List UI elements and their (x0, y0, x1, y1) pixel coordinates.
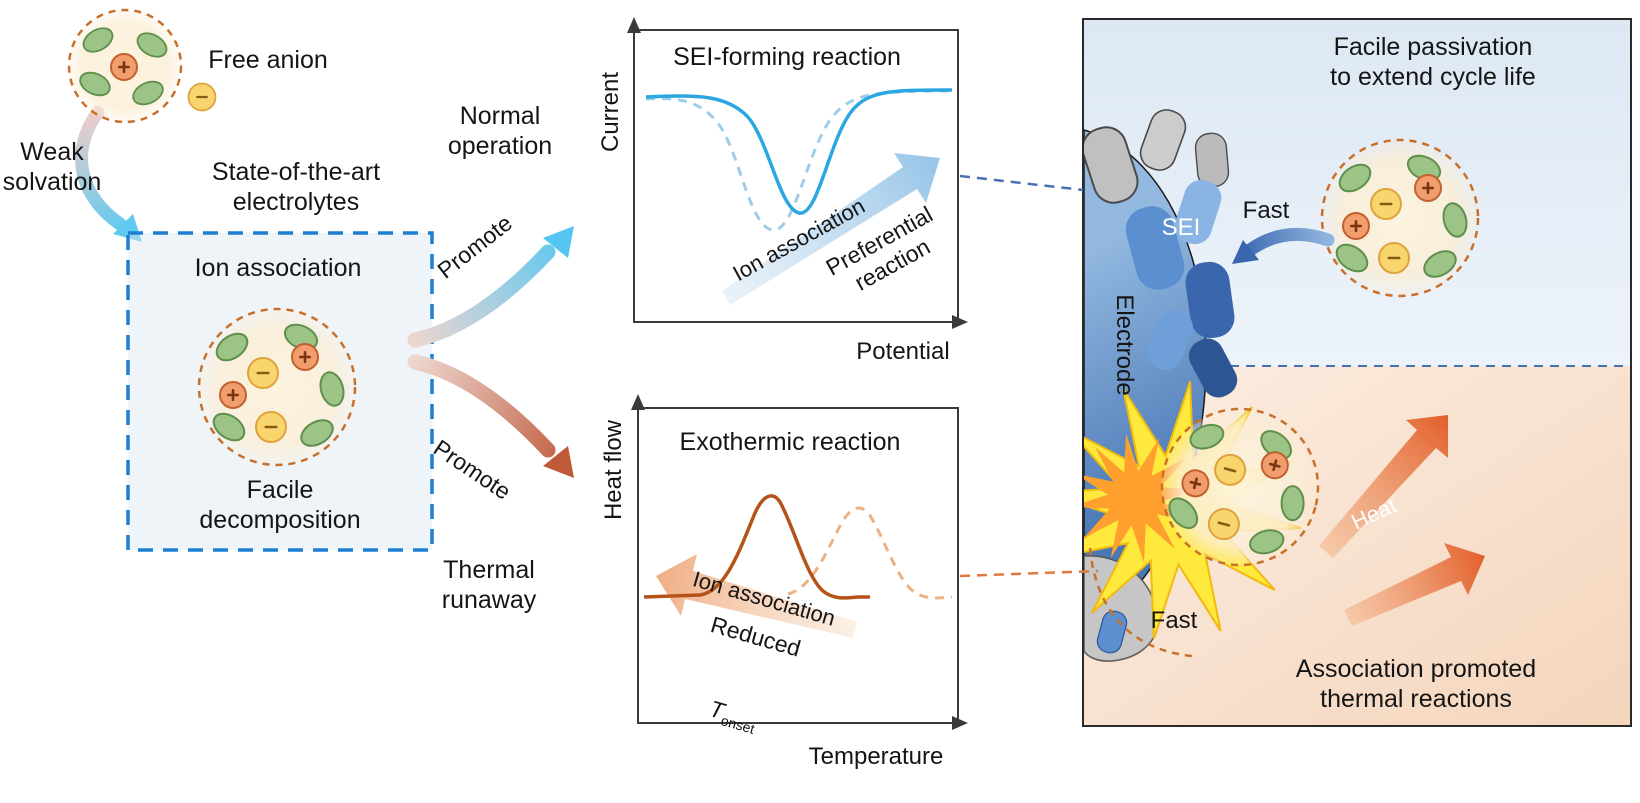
reduced-tonset-line1: Reduced (707, 611, 804, 662)
sei-curve-dashed (645, 89, 953, 232)
ion-pair-cluster (199, 309, 355, 465)
y-axis-arrowhead (627, 17, 641, 33)
heat-curve-solid (643, 494, 870, 600)
passivation-caption: Facile passivation to extend cycle life (1330, 33, 1536, 91)
ion-association-arrow (722, 153, 940, 305)
right-panel-border (1082, 18, 1632, 727)
sei-chart (627, 17, 968, 329)
free-anion-label: Free anion (208, 46, 328, 74)
free-anion-icon (187, 82, 217, 112)
sei-label: SEI (1161, 214, 1201, 241)
fast-top-label: Fast (1242, 197, 1290, 224)
heat-arrow (1319, 415, 1448, 558)
fast-bottom-label: Fast (1150, 607, 1198, 634)
facile-decomposition-label: Facile decomposition (199, 476, 361, 534)
connector-dashed-blue (959, 174, 1084, 192)
exotherm-chart-xlabel: Temperature (808, 743, 944, 770)
electrolytes-label: State-of-the-art electrolytes (211, 158, 381, 216)
normal-operation-label: Normal operation (447, 102, 553, 160)
sei-chart-title: SEI-forming reaction (673, 43, 901, 71)
y-axis-arrowhead (631, 394, 645, 410)
heat-curve-dashed (787, 506, 953, 600)
exotherm-chart (631, 394, 968, 730)
weak-solvation-label: Weak solvation (2, 138, 102, 196)
sei-curve-solid (645, 88, 953, 215)
ion-association-box-title: Ion association (194, 254, 362, 282)
promote-arrowhead-top (543, 226, 574, 258)
reduced-tonset-line2: Tonset (706, 695, 757, 737)
x-axis-arrowhead (952, 716, 968, 730)
solvated-cation-cluster (69, 10, 181, 122)
heat-arrow (1344, 543, 1485, 626)
promote-arrowhead-bottom (543, 446, 574, 478)
broken-shell-arc (1088, 547, 1193, 658)
thermal-reactions-caption: Association promoted thermal reactions (1295, 655, 1537, 713)
left-section (69, 10, 574, 552)
ion-pair-cluster (1322, 140, 1478, 296)
thermal-runaway-label: Thermal runaway (441, 556, 537, 614)
exotherm-chart-ylabel: Heat flow (600, 419, 627, 521)
weak-solvation-arrow (75, 105, 127, 231)
weak-solvation-arrowhead (113, 214, 142, 242)
sei-blob-gray (1193, 131, 1231, 189)
right-panel (1083, 19, 1631, 726)
ion-association-arrow (656, 554, 857, 638)
electrode-label: Electrode (1111, 294, 1138, 396)
sei-chart-xlabel: Potential (856, 338, 950, 365)
fast-arrowhead (1232, 240, 1259, 264)
promote-arrow-bottom (407, 354, 556, 458)
promote-arrow-top (407, 244, 556, 348)
exotherm-chart-title: Exothermic reaction (679, 428, 901, 456)
connector-dashed-orange (959, 569, 1099, 578)
fast-arrow (1243, 227, 1335, 257)
sei-chart-ylabel: Current (597, 71, 624, 153)
x-axis-arrowhead (952, 315, 968, 329)
